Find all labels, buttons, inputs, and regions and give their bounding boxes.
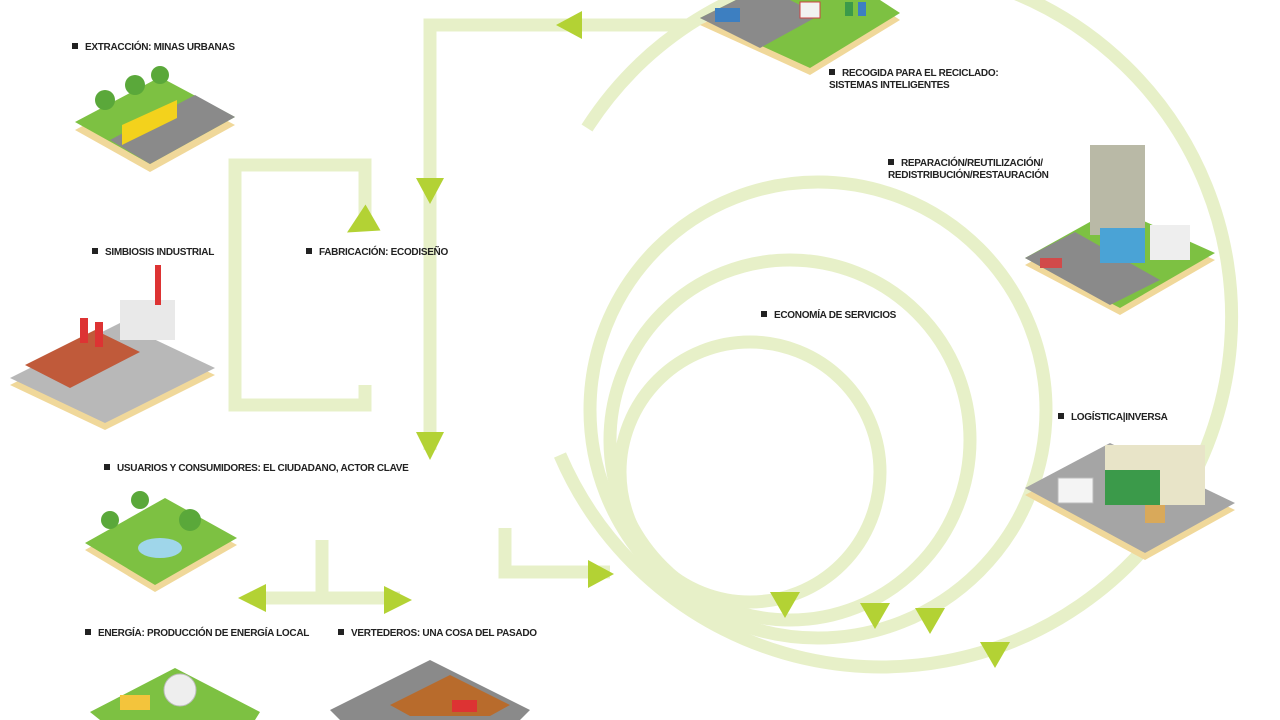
- bullet-icon: [761, 311, 767, 317]
- extraction-illustration: [75, 66, 235, 172]
- users-park-illustration: [85, 491, 237, 592]
- bullet-icon: [72, 43, 78, 49]
- bullet-icon: [1058, 413, 1064, 419]
- arrow-icon: [347, 204, 381, 233]
- bullet-icon: [338, 629, 344, 635]
- users-to-cycle-track: [498, 528, 610, 579]
- flow-tracks: [228, 0, 1239, 674]
- label-fabrication: FABRICACIÓN: ECODISEÑO: [306, 247, 448, 259]
- outer-cycle-track: [554, 0, 1239, 674]
- label-reverse-logistics: LOGÍSTICA|INVERSA: [1058, 412, 1168, 424]
- arrow-left-icon: [238, 584, 266, 612]
- label-repair: REPARACIÓN/REUTILIZACIÓN/REDISTRIBUCIÓN/…: [888, 158, 1049, 181]
- users-split-track: [250, 540, 400, 605]
- landfill-illustration: [330, 660, 530, 720]
- cycle-track-3: [603, 253, 977, 627]
- cycle-track-4: [613, 335, 887, 609]
- arrow-down-icon: [915, 608, 945, 634]
- repair-reuse-illustration: [1025, 145, 1215, 315]
- recycling-collection-illustration: [700, 0, 900, 75]
- label-landfills: VERTEDEROS: UNA COSA DEL PASADO: [338, 628, 537, 640]
- flow-arrows: [238, 11, 1010, 668]
- arrow-down-icon: [980, 642, 1010, 668]
- cycle-track-2: [583, 175, 1053, 645]
- reverse-logistics-illustration: [1025, 443, 1235, 560]
- bullet-icon: [888, 159, 894, 165]
- bullet-icon: [92, 248, 98, 254]
- bullet-icon: [104, 464, 110, 470]
- label-service-economy: ECONOMÍA DE SERVICIOS: [761, 310, 896, 322]
- arrow-down-icon: [860, 603, 890, 629]
- bullet-icon: [85, 629, 91, 635]
- label-recycling-collection: RECOGIDA PARA EL RECICLADO:SISTEMAS INTE…: [829, 68, 999, 91]
- label-industrial-symbiosis: SIMBIOSIS INDUSTRIAL: [92, 247, 214, 259]
- symbiosis-loop-track: [228, 158, 372, 412]
- arrow-down-icon: [416, 178, 444, 204]
- energy-illustration: [90, 668, 260, 720]
- label-extraction: EXTRACCIÓN: MINAS URBANAS: [72, 42, 235, 54]
- bullet-icon: [306, 248, 312, 254]
- industrial-symbiosis-illustration: [10, 265, 215, 430]
- arrow-down-icon: [770, 592, 800, 618]
- recycle-to-fabrication-track: [423, 18, 690, 450]
- arrow-left-icon: [556, 11, 582, 39]
- label-users: USUARIOS Y CONSUMIDORES: EL CIUDADANO, A…: [104, 463, 409, 475]
- arrow-right-icon: [384, 586, 412, 614]
- arrow-down-icon: [416, 432, 444, 460]
- label-energy: ENERGÍA: PRODUCCIÓN DE ENERGÍA LOCAL: [85, 628, 309, 640]
- arrow-right-icon: [588, 560, 614, 588]
- bullet-icon: [829, 69, 835, 75]
